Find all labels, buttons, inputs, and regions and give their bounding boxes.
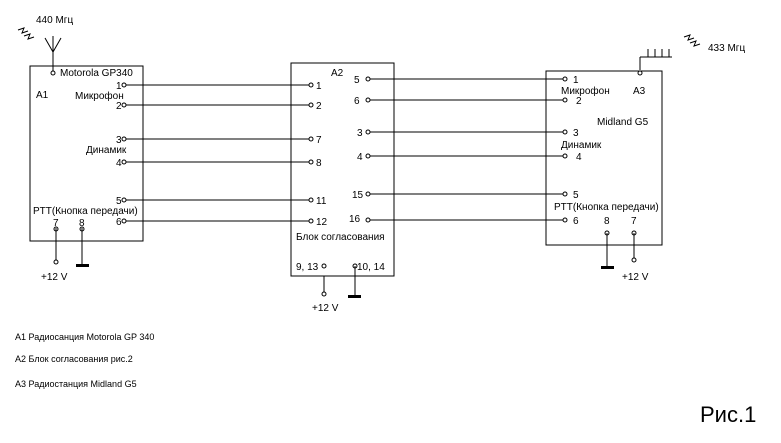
legend-a1: A1 Радиосанция Motorola GP 340 — [15, 332, 154, 342]
a3-mic-label: Микрофон — [561, 85, 610, 97]
a2-pin-12: 12 — [316, 217, 328, 228]
a1-pin-3: 3 — [116, 135, 122, 146]
a2-ref: A2 — [331, 68, 344, 79]
a1-mic-label: Микрофон — [75, 90, 124, 102]
ground-a2-icon — [348, 295, 361, 298]
a3-pin-4: 4 — [576, 152, 582, 163]
a1-power-label: +12 V — [41, 272, 68, 283]
ground-a1-icon — [76, 264, 89, 267]
a2-pin-5: 5 — [354, 75, 360, 86]
a2-pin-7: 7 — [316, 135, 322, 146]
a1-pin-6: 6 — [116, 217, 122, 228]
a1-pin-8: 8 — [79, 218, 85, 229]
antenna-left-icon — [44, 36, 62, 76]
block-a2-outline — [290, 62, 395, 277]
a3-ptt-label: PTT(Кнопка передачи) — [554, 202, 659, 213]
legend-a2: A2 Блок согласования рис.2 — [15, 354, 133, 364]
a3-pin-6: 6 — [573, 216, 579, 227]
a3-model: Midland G5 — [597, 117, 649, 128]
radio-wave-right-icon — [683, 34, 701, 47]
a2-power-label: +12 V — [312, 303, 339, 314]
antenna-left-label: 440 Мгц — [36, 15, 73, 26]
a2-pin-3: 3 — [357, 128, 363, 139]
a2-name: Блок согласования — [296, 232, 385, 243]
antenna-right-icon — [637, 49, 672, 76]
a2-pin-8: 8 — [316, 158, 322, 169]
a3-pin-7: 7 — [631, 216, 637, 227]
a2-pin-16: 16 — [349, 214, 361, 225]
a1-pin-4: 4 — [116, 158, 122, 169]
a1-pin-1: 1 — [116, 81, 122, 92]
a2-pin-2: 2 — [316, 101, 322, 112]
a2-pin-markers — [308, 76, 371, 269]
block-a1-outline — [29, 65, 144, 242]
antenna-right-label: 433 Мгц — [708, 43, 745, 54]
a1-spk-label: Динамик — [86, 145, 127, 156]
a2-pin-4: 4 — [357, 152, 363, 163]
a3-pin-1: 1 — [573, 75, 579, 86]
block-a3-outline — [545, 70, 663, 246]
a3-pin-2: 2 — [576, 96, 582, 107]
a3-spk-label: Динамик — [561, 140, 602, 151]
a2-pin-15: 15 — [352, 190, 364, 201]
a1-pin-markers — [53, 82, 127, 232]
a1-pin-2: 2 — [116, 101, 122, 112]
a1-pin-7: 7 — [53, 218, 59, 229]
a3-pin-markers — [562, 76, 637, 236]
a2-pin-11: 11 — [316, 196, 327, 207]
a3-power-label: +12 V — [622, 272, 649, 283]
a1-ptt-label: PTT(Кнопка передачи) — [33, 206, 138, 217]
a3-ref: A3 — [633, 86, 646, 97]
ground-a3-icon — [601, 266, 614, 269]
legend-a3: A3 Радиостанция Midland G5 — [15, 379, 137, 389]
a2-pin-10-14: 10, 14 — [357, 262, 385, 273]
a3-pin-3: 3 — [573, 128, 579, 139]
a2-pin-1: 1 — [316, 81, 322, 92]
a2-pin-6: 6 — [354, 96, 360, 107]
a1-model: Motorola GP340 — [60, 68, 133, 79]
radio-wave-left-icon — [17, 27, 35, 40]
a1-pin-5: 5 — [116, 196, 122, 207]
figure-label: Рис.1 — [700, 402, 756, 427]
a3-pin-8: 8 — [604, 216, 610, 227]
a2-pin-9-13: 9, 13 — [296, 262, 319, 273]
a1-ref: A1 — [36, 90, 49, 101]
a3-pin-5: 5 — [573, 190, 579, 201]
